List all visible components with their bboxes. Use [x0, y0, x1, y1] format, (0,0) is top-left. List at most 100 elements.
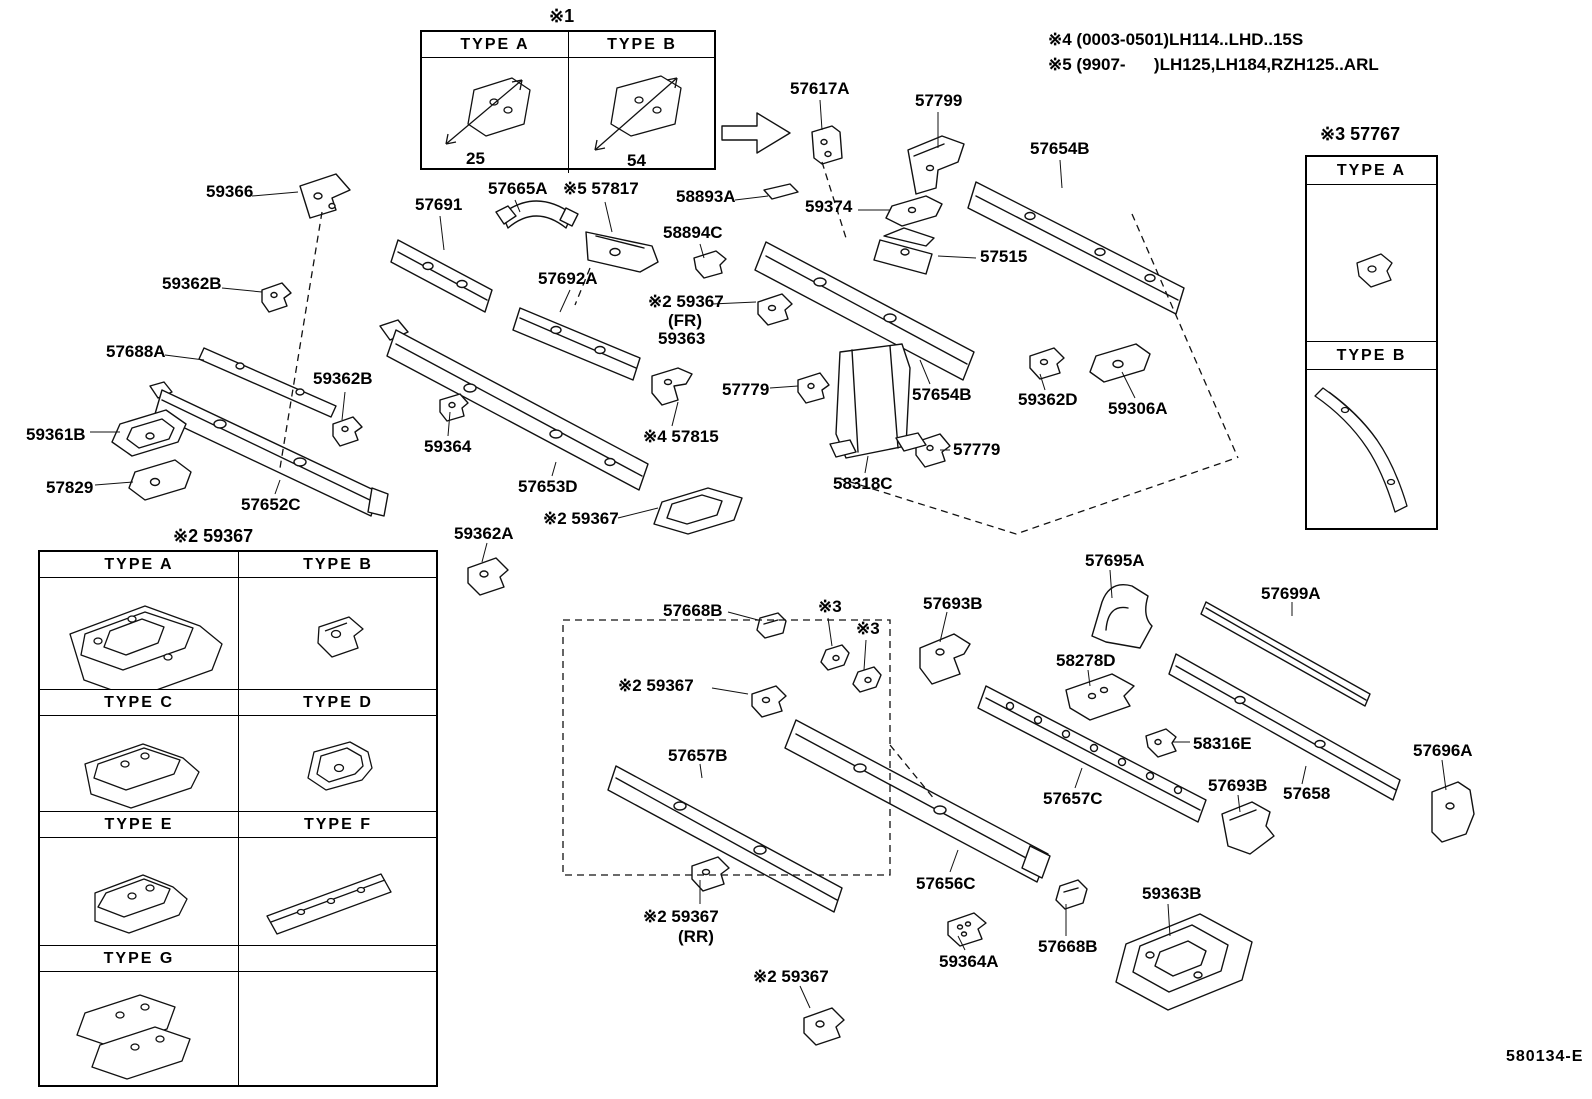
part-label: 59366	[206, 182, 254, 201]
part-label: 57693B	[1208, 776, 1268, 795]
part-label: 57688A	[106, 342, 166, 361]
part-label: ※4 57815	[643, 427, 719, 446]
part-label: 57692A	[538, 269, 598, 288]
top-inset-cell-type-a: 25	[422, 58, 569, 173]
top-inset-header-type-b: TYPE B	[569, 32, 715, 58]
top-inset-header-type-a: TYPE A	[422, 32, 569, 58]
part-label: 59362B	[162, 274, 222, 293]
top-inset-table: TYPE A TYPE B 25	[420, 30, 716, 173]
left-inset-cell-type-c	[40, 716, 239, 812]
part-label: 57699A	[1261, 584, 1321, 603]
part-label: ※2 59367	[543, 509, 619, 528]
part-label: 59364A	[939, 952, 999, 971]
part-label: 58893A	[676, 187, 736, 206]
note-4: ※4 (0003-0501)LH114..LHD..15S	[1048, 30, 1304, 49]
type-b-dimension: 54	[627, 151, 646, 170]
part-label: ※3	[856, 619, 880, 638]
part-label: 59363	[658, 329, 706, 348]
left-inset-header-type-d: TYPE D	[239, 690, 437, 716]
type-b-drawing	[317, 615, 364, 658]
part-label: ※2 59367	[753, 967, 829, 986]
part-label: 57668B	[663, 601, 723, 620]
drawing-number: 580134-E	[1506, 1048, 1584, 1065]
part-label: (FR)	[668, 311, 702, 330]
type-a-dimension: 25	[466, 149, 485, 168]
part-label: 59363B	[1142, 884, 1202, 903]
left-inset-cell-type-d	[239, 716, 437, 812]
right-inset-title: ※3 57767	[1320, 124, 1401, 144]
part-label: 58894C	[663, 223, 723, 242]
part-label: 57658	[1283, 784, 1331, 803]
part-label: 57515	[980, 247, 1028, 266]
part-label: 57653D	[518, 477, 578, 496]
part-label: 59362A	[454, 524, 514, 543]
part-label: (RR)	[678, 927, 714, 946]
left-inset-cell-type-a	[40, 578, 239, 690]
top-inset-cell-type-b: 54	[569, 58, 715, 173]
left-inset-header-type-a: TYPE A	[40, 552, 239, 578]
left-inset-title: ※2 59367	[173, 526, 254, 546]
part-label: 59306A	[1108, 399, 1168, 418]
right-inset-header-type-b: TYPE B	[1307, 342, 1436, 370]
part-label: 57657C	[1043, 789, 1103, 808]
left-inset-header-type-c: TYPE C	[40, 690, 239, 716]
right-inset-cell-type-b	[1307, 370, 1436, 545]
type-a-drawing	[69, 604, 223, 689]
type-g-drawing	[76, 993, 191, 1080]
part-label: 57779	[722, 380, 770, 399]
part-label: 59362B	[313, 369, 373, 388]
part-label: 59361B	[26, 425, 86, 444]
right-inset-type-b-drawing	[1314, 387, 1408, 513]
part-label: 59374	[805, 197, 853, 216]
part-label: 58318C	[833, 474, 893, 493]
part-label: ※2 59367	[643, 907, 719, 926]
part-label: ※2 59367	[618, 676, 694, 695]
part-label: 59364	[424, 437, 472, 456]
right-inset-header-type-a: TYPE A	[1307, 157, 1436, 185]
type-b-plate-drawing	[594, 75, 682, 151]
part-label: 59362D	[1018, 390, 1078, 409]
pointer-arrow-icon	[721, 112, 791, 154]
part-label: 57654B	[912, 385, 972, 404]
part-label: 57657B	[668, 746, 728, 765]
left-inset-cell-type-b	[239, 578, 437, 690]
part-label: 57799	[915, 91, 963, 110]
part-label: 57652C	[241, 495, 301, 514]
part-label: ※2 59367	[648, 292, 724, 311]
part-label: 57779	[953, 440, 1001, 459]
part-label: 57654B	[1030, 139, 1090, 158]
part-label: 58316E	[1193, 734, 1252, 753]
type-e-drawing	[94, 873, 188, 934]
part-label: 57696A	[1413, 741, 1473, 760]
left-inset-header-type-f: TYPE F	[239, 812, 437, 838]
type-c-drawing	[84, 742, 200, 809]
left-inset-cell-type-g	[40, 972, 239, 1085]
part-label: ※3	[818, 597, 842, 616]
part-label: 57617A	[790, 79, 850, 98]
part-label: 57668B	[1038, 937, 1098, 956]
left-inset-cell-type-e	[40, 838, 239, 946]
top-inset-title: ※1	[549, 6, 575, 26]
note-5: ※5 (9907- )LH125,LH184,RZH125..ARL	[1048, 55, 1379, 74]
type-a-plate-drawing	[445, 77, 531, 145]
part-label: 57656C	[916, 874, 976, 893]
left-inset-header-empty	[239, 946, 437, 972]
part-label: 57665A	[488, 179, 548, 198]
type-f-drawing	[266, 872, 392, 935]
right-inset-type-a-drawing	[1355, 253, 1393, 288]
right-inset-table: TYPE A TYPE B	[1305, 155, 1438, 530]
left-inset-header-type-e: TYPE E	[40, 812, 239, 838]
left-inset-header-type-b: TYPE B	[239, 552, 437, 578]
type-d-drawing	[307, 740, 373, 791]
part-label: 57829	[46, 478, 94, 497]
left-inset-cell-type-f	[239, 838, 437, 946]
right-inset-cell-type-a	[1307, 185, 1436, 342]
part-label: ※5 57817	[563, 179, 639, 198]
part-label: 57691	[415, 195, 463, 214]
left-inset-header-type-g: TYPE G	[40, 946, 239, 972]
part-label: 57695A	[1085, 551, 1145, 570]
part-label: 57693B	[923, 594, 983, 613]
